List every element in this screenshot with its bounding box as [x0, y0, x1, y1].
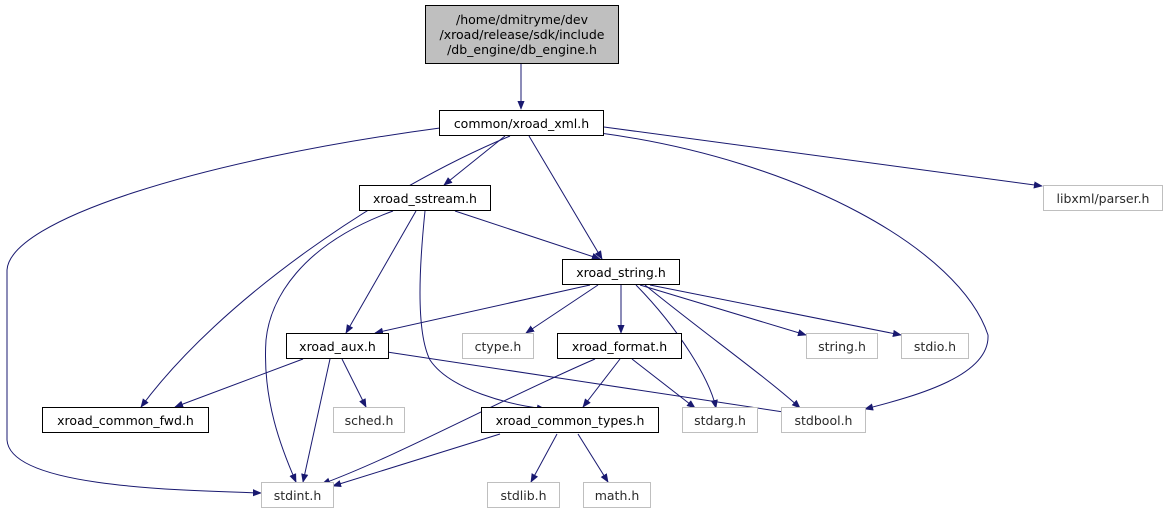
- node-db-engine-h[interactable]: /home/dmitryme/dev /xroad/release/sdk/in…: [425, 5, 619, 64]
- edge-xroad_sstream-xroad_common_types: [419, 210, 546, 412]
- node-stdarg-h: stdarg.h: [682, 407, 758, 433]
- edge-xroad_format-stdint: [321, 358, 596, 485]
- edge-xroad_format-xroad_common_types: [582, 358, 621, 408]
- edge-xroad_aux-stdint: [301, 358, 331, 483]
- edge-xroad_string-stdarg: [635, 284, 718, 409]
- node-xroad-format-h[interactable]: xroad_format.h: [557, 333, 682, 359]
- node-stdbool-h: stdbool.h: [781, 407, 866, 433]
- node-xroad-aux-h[interactable]: xroad_aux.h: [286, 333, 389, 359]
- edge-xroad_string-xroad_aux: [374, 284, 591, 335]
- node-xroad-string-h[interactable]: xroad_string.h: [562, 259, 680, 285]
- edge-xroad_common_types-stdlib: [530, 433, 558, 483]
- node-ctype-h: ctype.h: [462, 333, 534, 359]
- edge-xroad_xml-xroad_common_fwd: [140, 135, 511, 408]
- edge-xroad_aux-stdbool: [386, 351, 791, 416]
- edge-xroad_aux-sched: [341, 358, 367, 408]
- node-sched-h: sched.h: [333, 407, 405, 433]
- edge-xroad_aux-xroad_common_fwd: [174, 358, 304, 408]
- edge-xroad_xml-xroad_sstream: [443, 135, 506, 186]
- edge-xroad_xml-stdbool: [599, 132, 989, 411]
- edge-xroad_xml-stdint: [6, 127, 441, 497]
- node-stdlib-h: stdlib.h: [487, 482, 560, 508]
- edge-xroad_sstream-xroad_string: [454, 210, 601, 260]
- edge-xroad_sstream-xroad_aux: [345, 210, 417, 334]
- edge-xroad_sstream-stdint: [264, 210, 394, 483]
- node-stdint-h: stdint.h: [261, 482, 334, 508]
- edge-xroad_format-stdarg: [631, 358, 696, 409]
- edge-xroad_xml-libxml_parser: [603, 126, 1043, 189]
- edge-xroad_string-string_h: [639, 284, 807, 337]
- node-xroad-xml-h[interactable]: common/xroad_xml.h: [439, 110, 604, 136]
- edge-xroad_common_types-math: [577, 433, 609, 483]
- node-xroad-common-fwd-h[interactable]: xroad_common_fwd.h: [42, 407, 209, 433]
- node-math-h: math.h: [583, 482, 651, 508]
- node-xroad-common-types-h[interactable]: xroad_common_types.h: [481, 407, 659, 433]
- node-xroad-sstream-h[interactable]: xroad_sstream.h: [359, 185, 491, 211]
- edge-xroad_xml-xroad_string: [528, 135, 603, 260]
- edge-xroad_string-stdbool: [644, 284, 801, 409]
- edge-xroad_string-stdio: [649, 284, 902, 337]
- node-string-h: string.h: [806, 333, 878, 359]
- node-stdio-h: stdio.h: [901, 333, 969, 359]
- edge-xroad_common_types-stdint: [332, 433, 501, 488]
- edge-xroad_string-ctype: [525, 284, 599, 334]
- node-libxml-parser-h: libxml/parser.h: [1043, 185, 1163, 211]
